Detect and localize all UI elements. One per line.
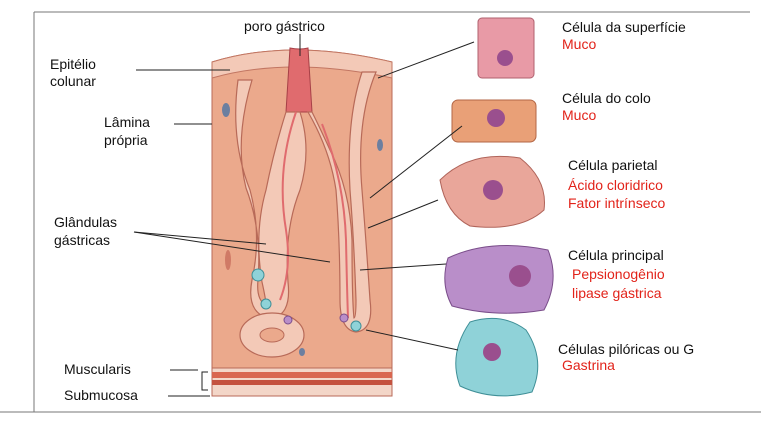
- gland-cross-lumen: [260, 328, 284, 342]
- muscularis-band-2: [212, 380, 392, 385]
- cell-parietal-illustration: [440, 156, 545, 227]
- cell-pyloric-name: Células pilóricas ou G: [558, 341, 694, 358]
- vessel-4: [299, 348, 305, 356]
- gastric-pit: [286, 48, 312, 112]
- vessel-1: [222, 103, 230, 117]
- cell-neck-illustration: [452, 100, 536, 142]
- label-poro-gastrico: poro gástrico: [244, 18, 325, 35]
- cell-chief-illustration: [445, 246, 553, 314]
- cell-parietal-product-2: Fator intrínseco: [568, 195, 665, 212]
- label-lamina-line1: Lâmina: [104, 114, 150, 131]
- cell-chief-product-2: lipase gástrica: [572, 285, 662, 302]
- cell-neck-product: Muco: [562, 107, 596, 124]
- cell-parietal-product-1: Ácido cloridrico: [568, 177, 663, 194]
- label-submucosa: Submucosa: [64, 387, 138, 404]
- label-epitelio-line1: Epitélio: [50, 56, 96, 73]
- cell-pyloric-illustration: [456, 318, 538, 395]
- leader-cell-surface: [378, 42, 474, 78]
- cell-pyloric-product: Gastrina: [562, 357, 615, 374]
- chief-cell-mark-1: [340, 314, 348, 322]
- vessel-2: [377, 139, 383, 151]
- cell-surface-name: Célula da superfície: [562, 19, 686, 36]
- cell-chief-product-1: Pepsionogênio: [572, 266, 665, 283]
- chief-cell-mark-2: [284, 316, 292, 324]
- vessel-3: [225, 250, 231, 270]
- label-lamina-line2: própria: [104, 132, 148, 149]
- cell-surface-product: Muco: [562, 36, 596, 53]
- muscularis-band-1: [212, 372, 392, 378]
- pyloric-cell-mark-1: [252, 269, 264, 281]
- cell-surface-illustration: [478, 18, 534, 78]
- muscularis-bracket: [202, 372, 208, 390]
- label-glandulas-line1: Glândulas: [54, 214, 117, 231]
- pyloric-cell-mark-3: [351, 321, 361, 331]
- cell-chief-name: Célula principal: [568, 247, 664, 264]
- label-glandulas-line2: gástricas: [54, 232, 110, 249]
- cell-parietal-name: Célula parietal: [568, 157, 658, 174]
- tissue-section: [212, 48, 392, 396]
- cell-neck-name: Célula do colo: [562, 90, 651, 107]
- label-epitelio-line2: colunar: [50, 73, 96, 90]
- label-muscularis: Muscularis: [64, 361, 131, 378]
- pyloric-cell-mark-2: [261, 299, 271, 309]
